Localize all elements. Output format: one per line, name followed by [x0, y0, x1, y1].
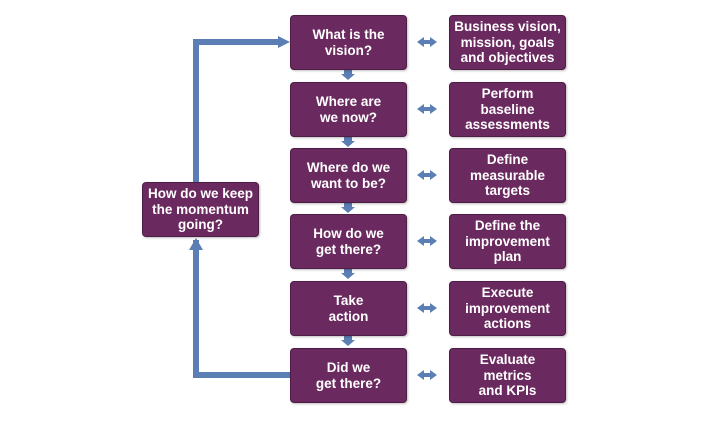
outcome-box-vision: Business vision, mission, goals and obje… [449, 15, 566, 70]
step-outcome-arrows [417, 37, 437, 380]
down-arrow-5 [341, 335, 355, 346]
outcome-box-execute: Execute improvement actions [449, 281, 566, 336]
down-arrow-2 [341, 136, 355, 147]
step-box-evaluation: Did we get there? [290, 348, 407, 403]
step-box-action: Take action [290, 281, 407, 336]
step-down-arrows [341, 69, 355, 346]
double-arrow-2 [417, 104, 437, 114]
step-box-target-state: Where do we want to be? [290, 148, 407, 203]
double-arrow-1 [417, 37, 437, 47]
double-arrow-3 [417, 170, 437, 180]
step-box-current-state: Where are we now? [290, 82, 407, 137]
double-arrow-6 [417, 370, 437, 380]
outcome-box-targets: Define measurable targets [449, 148, 566, 203]
down-arrow-3 [341, 202, 355, 213]
outcome-box-baseline: Perform baseline assessments [449, 82, 566, 137]
down-arrow-4 [341, 268, 355, 279]
outcome-box-metrics: Evaluate metrics and KPIs [449, 348, 566, 403]
loop-bottom-connector [193, 240, 290, 378]
step-box-plan: How do we get there? [290, 214, 407, 269]
step-box-vision: What is the vision? [290, 15, 407, 70]
outcome-box-plan: Define the improvement plan [449, 214, 566, 269]
loop-top-arrowhead [278, 36, 290, 48]
loop-bottom-arrowhead [189, 238, 203, 250]
down-arrow-1 [341, 69, 355, 80]
loop-top-connector [193, 39, 278, 182]
double-arrow-5 [417, 303, 437, 313]
loop-box-momentum: How do we keep the momentum going? [142, 182, 259, 237]
double-arrow-4 [417, 236, 437, 246]
